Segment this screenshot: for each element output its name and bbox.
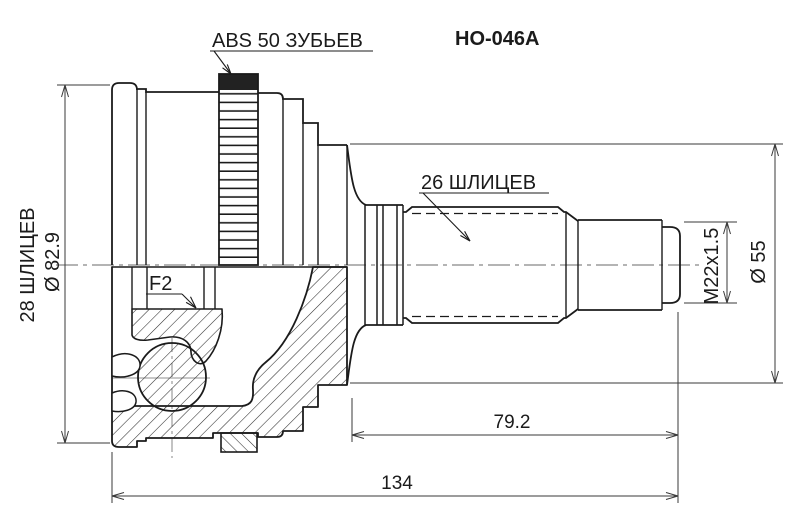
- shaft-stem: [346, 144, 681, 386]
- leader-lines: [146, 50, 549, 309]
- ball-bearing-section: [137, 342, 207, 412]
- threaded-end: [577, 219, 681, 311]
- dim-total-length: [111, 452, 679, 503]
- inner-splines-label: 28 ШЛИЦЕВ: [17, 207, 39, 322]
- outer-diameter-label: Ø 82.9: [42, 232, 64, 292]
- dim-boot-seat-diameter: [350, 143, 783, 384]
- abs-ring-section: [220, 432, 258, 453]
- thread-end-cap: [662, 226, 681, 304]
- dim-outer-diameter: [57, 84, 110, 444]
- leader-shaft-splines: [419, 192, 549, 242]
- cage-lip-upper: [111, 353, 141, 378]
- dimension-graphics: [57, 84, 783, 503]
- boot-seat-diameter-label: Ø 55: [748, 240, 770, 283]
- total-length-label: 134: [381, 473, 413, 494]
- leader-abs-ring: [210, 50, 373, 75]
- boot-clamp-grooves: [364, 204, 404, 326]
- shaft-splines-label: 26 ШЛИЦЕВ: [421, 172, 536, 194]
- part-number: HO-046A: [455, 28, 539, 50]
- section-cut-lower-half: [111, 266, 348, 453]
- abs-tone-ring: [218, 73, 259, 266]
- abs-ring-label: ABS 50 ЗУБЬЕВ: [212, 30, 363, 52]
- annotations: ABS 50 ЗУБЬЕВ HO-046A 26 ШЛИЦЕВ F2 28 ШЛ…: [17, 28, 770, 494]
- shaft-length-label: 79.2: [494, 412, 531, 433]
- splined-section: [403, 206, 579, 324]
- leader-grease-code: [146, 293, 197, 309]
- dim-thread: [684, 221, 737, 304]
- grease-code-label: F2: [149, 273, 172, 295]
- thread-spec-label: M22x1.5: [701, 228, 723, 305]
- cage-lip-lower: [111, 390, 137, 413]
- outer-race-bell: [111, 82, 348, 265]
- dim-shaft-length: [351, 312, 679, 503]
